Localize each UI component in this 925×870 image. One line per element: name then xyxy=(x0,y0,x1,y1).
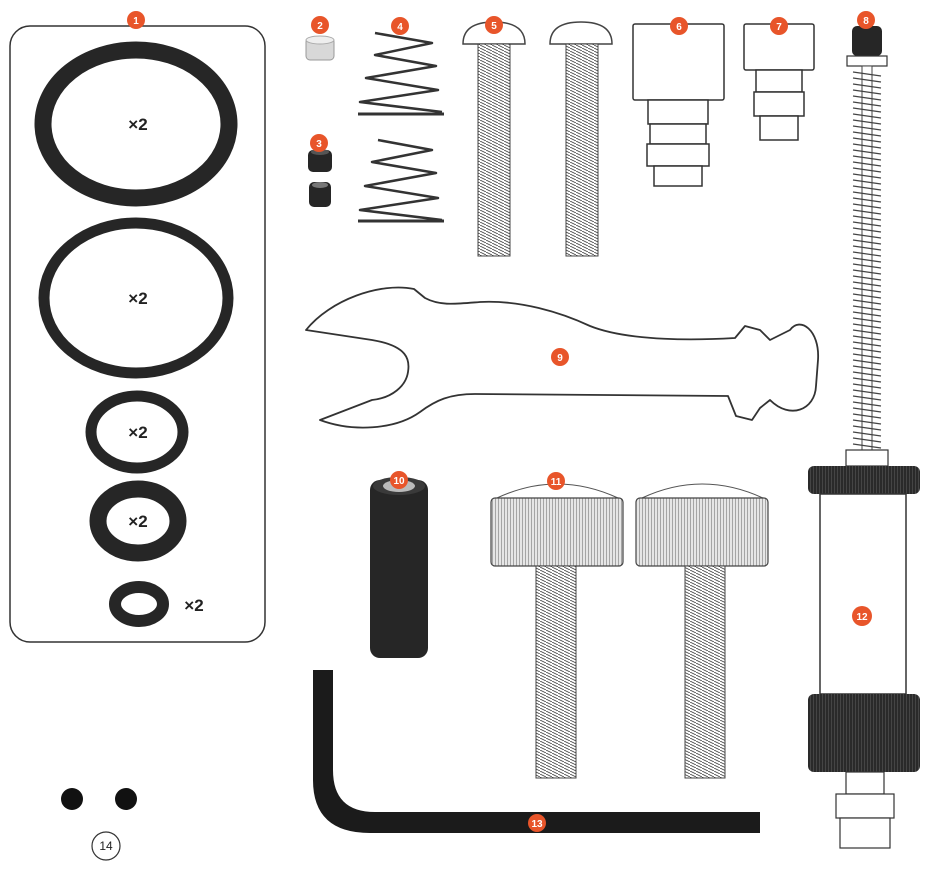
callout-6: 6 xyxy=(670,17,688,35)
svg-text:10: 10 xyxy=(393,476,405,487)
screw-right xyxy=(549,21,613,257)
oring-large-1-qty: ×2 xyxy=(128,115,147,134)
svg-text:12: 12 xyxy=(856,612,868,623)
svg-text:8: 8 xyxy=(863,16,869,27)
part-10-sleeve xyxy=(370,477,428,658)
oring-kit: ×2 ×2 ×2 ×2 ×2 xyxy=(9,25,266,643)
part-14-balls xyxy=(61,788,137,810)
part-8-rod xyxy=(845,26,889,467)
oring-large-1: ×2 xyxy=(34,41,238,207)
svg-text:9: 9 xyxy=(557,353,563,364)
svg-text:6: 6 xyxy=(676,22,682,33)
oring-tiny-qty: ×2 xyxy=(184,596,203,615)
callout-2: 2 xyxy=(311,16,329,34)
part-6-fitting xyxy=(632,23,725,187)
svg-text:4: 4 xyxy=(397,22,403,33)
screw-left xyxy=(462,21,526,257)
svg-text:2: 2 xyxy=(317,21,323,32)
oring-tiny: ×2 xyxy=(109,581,204,627)
callout-9: 9 xyxy=(551,348,569,366)
svg-text:11: 11 xyxy=(551,477,562,488)
callout-12: 12 xyxy=(852,606,872,626)
svg-text:13: 13 xyxy=(531,819,543,830)
callout-14: 14 xyxy=(91,831,121,861)
svg-text:3: 3 xyxy=(316,139,322,150)
part-12-cylinder xyxy=(808,466,920,849)
callout-11: 11 xyxy=(547,472,565,490)
thumbscrew-right xyxy=(635,483,769,779)
thumbscrew-left xyxy=(490,483,624,779)
oring-medium: ×2 xyxy=(85,390,189,474)
callout-10: 10 xyxy=(390,471,408,489)
part-11-thumbscrews xyxy=(490,483,769,779)
oring-large-2: ×2 xyxy=(38,217,234,379)
oring-large-2-qty: ×2 xyxy=(128,289,147,308)
svg-text:14: 14 xyxy=(99,839,113,853)
callout-13: 13 xyxy=(528,814,546,832)
part-2-cap xyxy=(305,35,335,61)
svg-text:5: 5 xyxy=(491,21,497,32)
callout-3: 3 xyxy=(310,134,328,152)
part-13-hexkey xyxy=(313,670,760,833)
part-4-springs xyxy=(358,31,444,223)
part-7-fitting xyxy=(743,23,815,141)
svg-text:1: 1 xyxy=(133,16,139,27)
oring-medium-qty: ×2 xyxy=(128,423,147,442)
svg-text:7: 7 xyxy=(776,22,782,33)
part-3-bushings xyxy=(308,149,332,207)
callout-1: 1 xyxy=(127,11,145,29)
oring-small-qty: ×2 xyxy=(128,512,147,531)
rod-coil xyxy=(852,71,882,449)
oring-small: ×2 xyxy=(89,480,187,562)
callout-8: 8 xyxy=(857,11,875,29)
callout-5: 5 xyxy=(485,16,503,34)
callout-7: 7 xyxy=(770,17,788,35)
part-5-screws xyxy=(462,21,613,257)
callout-4: 4 xyxy=(391,17,409,35)
